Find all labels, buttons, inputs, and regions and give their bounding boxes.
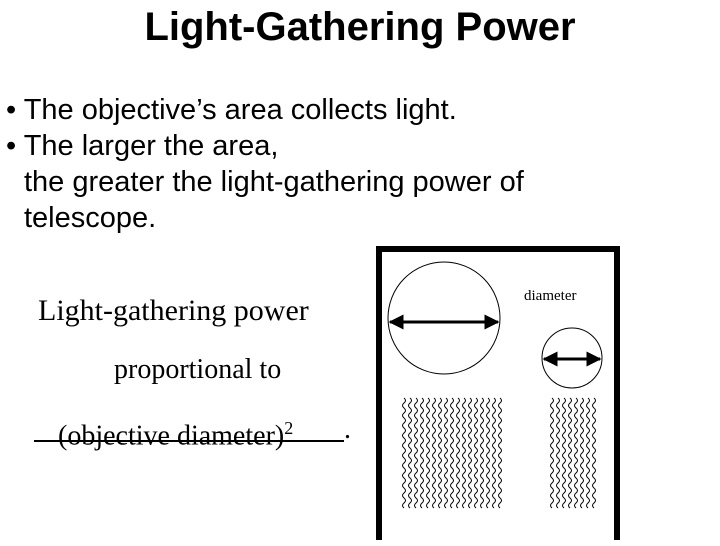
diagram-graphic bbox=[387, 261, 603, 509]
wavy-light-icon bbox=[550, 397, 596, 509]
diameter-label: diameter bbox=[524, 288, 577, 304]
statement-subject: Light-gathering power bbox=[38, 294, 309, 327]
statement-relation: proportional to bbox=[114, 354, 282, 385]
bullet-text: The larger the area, bbox=[23, 130, 279, 162]
telescope-diagram: diameter bbox=[376, 246, 620, 540]
large-aperture-circle bbox=[387, 261, 501, 375]
bullet-marker: • bbox=[6, 130, 17, 162]
bullet-continuation: the greater the light-gathering power of bbox=[24, 166, 524, 198]
statement-period: . bbox=[344, 414, 351, 445]
statement-answer: (objective diameter)2 bbox=[58, 410, 293, 454]
slide-title: Light-Gathering Power bbox=[144, 5, 576, 49]
bullet-marker: • bbox=[6, 94, 17, 126]
answer-text: (objective diameter) bbox=[58, 420, 285, 452]
answer-exponent: 2 bbox=[284, 418, 294, 438]
bullet-item-2: • The larger the area, bbox=[6, 128, 646, 164]
bullet-continuation: telescope. bbox=[24, 202, 157, 234]
bullet-list: • The objective’s area collects light. •… bbox=[6, 92, 646, 236]
bullet-item-1: • The objective’s area collects light. bbox=[6, 92, 646, 128]
small-aperture-circle bbox=[541, 327, 603, 389]
fill-in-blank-line bbox=[34, 440, 344, 442]
bullet-text: The objective’s area collects light. bbox=[23, 94, 457, 126]
wavy-light-icon bbox=[402, 397, 502, 509]
